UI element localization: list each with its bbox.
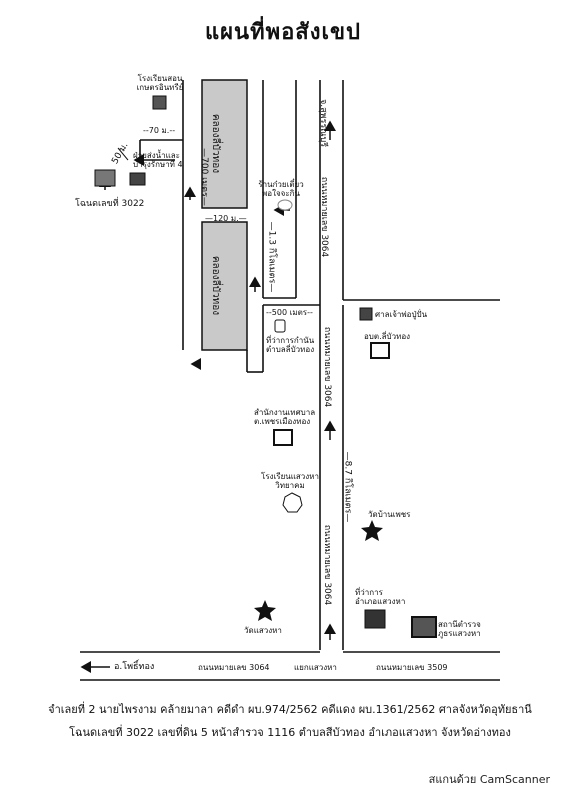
footer-line-2: โฉนดเลขที่ 3022 เลขที่ดิน 5 หน้าสำรวจ 11… bbox=[69, 726, 511, 739]
label-shrine: ศาลเจ้าพ่อปู่ปั่น bbox=[375, 310, 428, 319]
label-dist-500: --500 เมตร-- bbox=[266, 308, 313, 317]
tao-office-building bbox=[370, 342, 390, 359]
municipal-building bbox=[273, 429, 293, 446]
label-road-3064-middle: ถนนหมายเลข 3064 bbox=[322, 326, 333, 408]
district-office-building bbox=[364, 609, 386, 629]
school-mid-marker bbox=[282, 492, 303, 513]
label-dist-120: —120 ม.— bbox=[205, 214, 247, 223]
shrine-building bbox=[359, 307, 373, 321]
land-deed-plot bbox=[94, 169, 116, 187]
label-dist-8-7km: —8.7 กิโลเมตร— bbox=[342, 451, 353, 523]
footer-line-1: จำเลยที่ 2 นายไพรงาม คล้ายมาลา คดีดำ ผบ.… bbox=[48, 703, 532, 716]
school-top-building bbox=[152, 95, 167, 110]
label-to-pho-thong: อ.โพธิ์ทอง bbox=[114, 662, 155, 672]
label-road-bottom-3509: ถนนหมายเลข 3509 bbox=[376, 663, 448, 672]
label-land-deed: โฉนดเลขที่ 3022 bbox=[75, 199, 145, 209]
label-junction: แยกแสวงหา bbox=[294, 663, 337, 672]
label-dist-1-3km: —1.3 กิโลเมตร— bbox=[266, 221, 277, 293]
road-lines bbox=[80, 80, 500, 681]
subdistrict-office-marker bbox=[274, 319, 286, 333]
label-district-office: ที่ว่าการ อำเภอแสวงหา bbox=[355, 588, 406, 606]
direction-arrows bbox=[80, 120, 336, 673]
label-canal-upper: คลองลี่บัวทอง bbox=[210, 113, 222, 174]
label-road-bottom-3064: ถนนหมายเลข 3064 bbox=[198, 663, 270, 672]
label-subdistrict-office: ที่ว่าการกำนัน ตำบลลี่บัวทอง bbox=[266, 336, 315, 354]
label-dist-70: --70 ม.-- bbox=[143, 126, 176, 135]
label-police-station: สถานีตำรวจ ภูธรแสวงหา bbox=[438, 620, 481, 638]
label-road-suphan: จ.สุพรรณบุรี bbox=[318, 98, 329, 148]
label-irrigation: ฝ่ายส่งน้ำและ บำรุงรักษาที่ 4 bbox=[133, 151, 183, 169]
label-school-top: โรงเรียนสอน เกษตรอินทรีย์ bbox=[136, 74, 184, 92]
label-road-3064-upper: ถนนหมายเลข 3064 bbox=[319, 176, 330, 258]
label-tao-office: อบต.ลี่บัวทอง bbox=[364, 332, 411, 341]
canal-block-lower bbox=[201, 221, 248, 351]
label-temple-sawangha: วัดแสวงหา bbox=[244, 626, 282, 635]
label-municipal: สำนักงานเทศบาล ต.เพชรเมืองทอง bbox=[254, 408, 316, 426]
label-school-mid: โรงเรียนแสวงหา วิทยาคม bbox=[261, 472, 319, 490]
label-temple-phet: วัดบ้านเพชร bbox=[368, 510, 411, 519]
label-canal-lower: คลองลี่บัวทอง bbox=[210, 255, 222, 316]
police-station-building bbox=[411, 616, 437, 638]
label-shop: ร้านก๋วยเตี๋ยว พอใจจะกิน bbox=[258, 180, 304, 198]
scanner-watermark: สแกนด้วย CamScanner bbox=[428, 773, 550, 786]
canal-block-upper bbox=[201, 79, 248, 209]
irrigation-building bbox=[129, 172, 146, 186]
map-title: แผนที่พอสังเขป bbox=[204, 20, 362, 45]
label-road-3064-lower: ถนนหมายเลข 3064 bbox=[322, 524, 333, 606]
temple-sawangha-marker bbox=[254, 600, 276, 621]
temple-phet-marker bbox=[361, 520, 383, 541]
shop-marker bbox=[277, 199, 293, 211]
